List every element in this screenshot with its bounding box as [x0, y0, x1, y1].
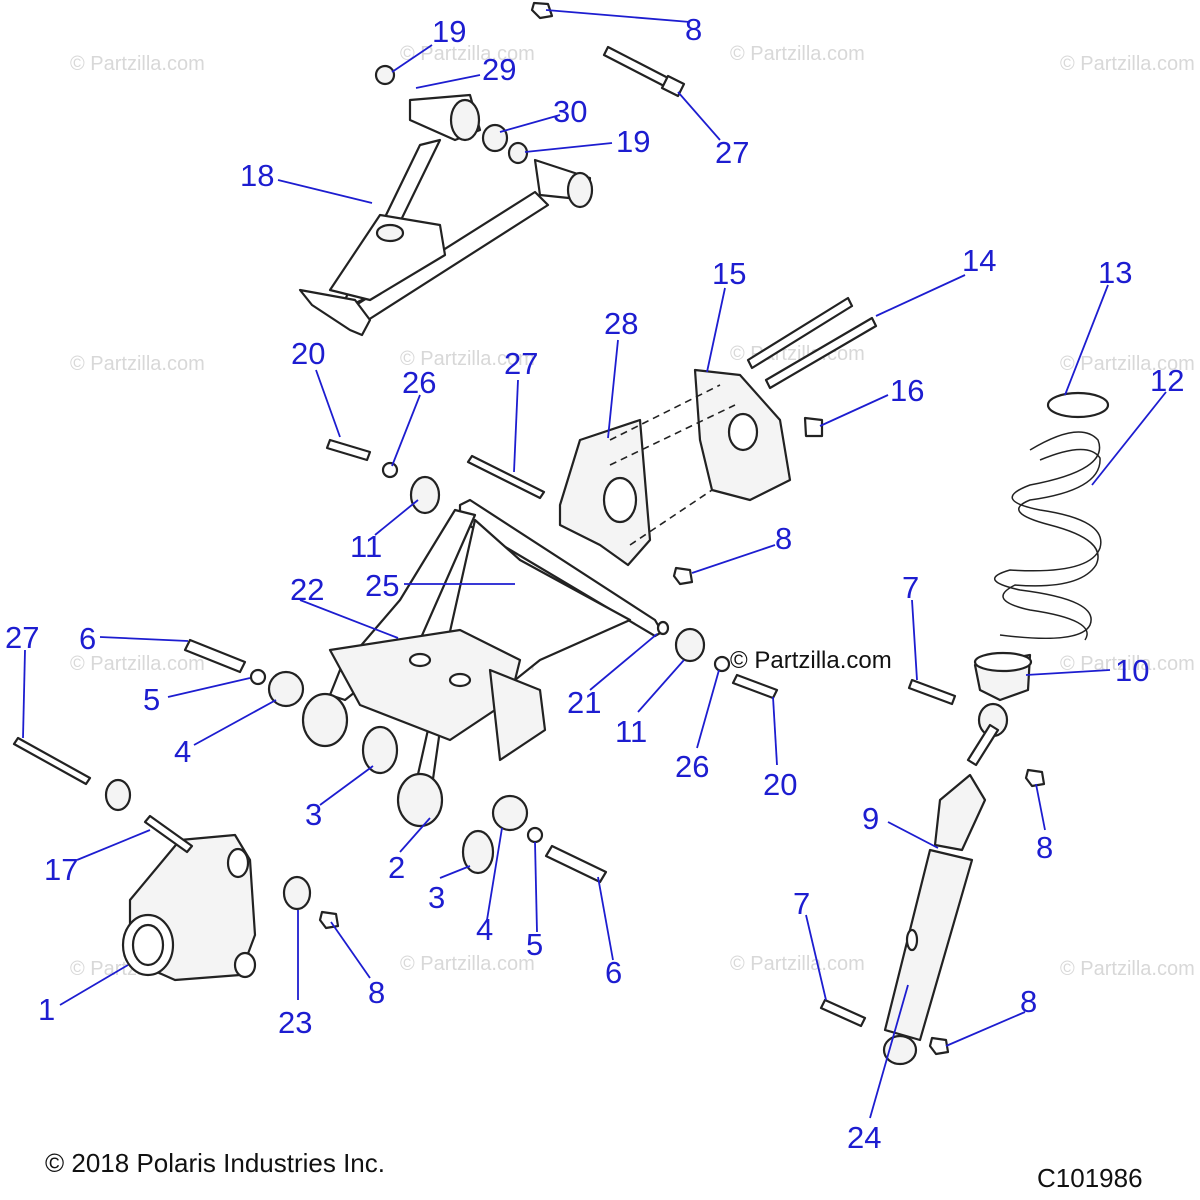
- leader-lines: [22, 9, 1167, 1119]
- watermark: © Partzilla.com: [70, 653, 205, 675]
- lower-a-arm: [301, 498, 670, 828]
- callout-14: 14: [962, 243, 996, 278]
- callout-4-left: 4: [174, 734, 191, 769]
- callout-17: 17: [44, 852, 78, 887]
- callout-26-left: 26: [402, 365, 436, 400]
- callout-6-right: 6: [605, 955, 622, 990]
- bolt-27-top: [530, 1, 686, 98]
- callout-29: 29: [482, 52, 516, 87]
- callout-24: 24: [847, 1120, 881, 1155]
- callout-7-lower: 7: [793, 886, 810, 921]
- callout-19-lower: 19: [616, 124, 650, 159]
- callout-8-bottom: 8: [1020, 984, 1037, 1019]
- upper-bushing-set: [374, 64, 529, 165]
- watermark: © Partzilla.com: [400, 953, 535, 975]
- callout-3-lower: 3: [428, 880, 445, 915]
- watermark: © Partzilla.com: [70, 53, 205, 75]
- callout-8-right: 8: [1036, 830, 1053, 865]
- callout-11-left: 11: [350, 529, 382, 564]
- callout-15: 15: [712, 256, 746, 291]
- callout-26-right: 26: [675, 749, 709, 784]
- frame-brackets: [558, 368, 792, 567]
- callout-19-upper: 19: [432, 14, 466, 49]
- callout-1: 1: [38, 992, 55, 1027]
- watermark: © Partzilla.com: [730, 43, 865, 65]
- callout-27-left: 27: [5, 620, 39, 655]
- callout-12: 12: [1150, 363, 1184, 398]
- bushings-and-washers: [249, 461, 731, 875]
- callout-10: 10: [1115, 653, 1149, 688]
- watermark: © Partzilla.com: [1060, 53, 1195, 75]
- upper-a-arm: [298, 93, 594, 337]
- callout-5-left: 5: [143, 682, 160, 717]
- callout-8-lower: 8: [368, 975, 385, 1010]
- callout-27-mid: 27: [504, 346, 538, 381]
- callout-28: 28: [604, 306, 638, 341]
- spring-seat-10: [973, 651, 1033, 702]
- watermark: © Partzilla.com: [1060, 958, 1195, 980]
- callout-labels: 19 29 8 30 19 27 18 20 26 27 28 15 14 16…: [5, 12, 1184, 1155]
- callout-6-left: 6: [79, 621, 96, 656]
- inline-watermark: © Partzilla.com: [730, 647, 892, 674]
- callout-3-upper: 3: [305, 797, 322, 832]
- callout-13: 13: [1098, 255, 1132, 290]
- callout-27-top: 27: [715, 135, 749, 170]
- callout-11-right: 11: [615, 714, 647, 749]
- callout-8-top: 8: [685, 12, 702, 47]
- watermark: © Partzilla.com: [70, 353, 205, 375]
- diagram-code: C101986: [1037, 1163, 1143, 1193]
- callout-8-mid: 8: [775, 521, 792, 556]
- bolts-6-7-20: [12, 416, 957, 1028]
- callout-2: 2: [388, 850, 405, 885]
- callout-9: 9: [862, 801, 879, 836]
- watermark: © Partzilla.com: [400, 43, 535, 65]
- shock-absorber: [882, 702, 1009, 1066]
- knuckle-hub: [104, 778, 312, 982]
- callout-21: 21: [567, 685, 601, 720]
- watermark: © Partzilla.com: [1060, 653, 1195, 675]
- watermark: © Partzilla.com: [1060, 353, 1195, 375]
- callout-5-right: 5: [526, 927, 543, 962]
- callout-20-right: 20: [763, 767, 797, 802]
- copyright-text: © 2018 Polaris Industries Inc.: [45, 1148, 385, 1178]
- callout-20-left: 20: [291, 336, 325, 371]
- nuts-8: [318, 566, 1046, 1056]
- watermark: © Partzilla.com: [730, 953, 865, 975]
- long-bolts-14: [746, 296, 878, 390]
- callout-23: 23: [278, 1005, 312, 1040]
- callout-16: 16: [890, 373, 924, 408]
- spring-13-12: [994, 391, 1110, 641]
- callout-18: 18: [240, 158, 274, 193]
- callout-22: 22: [290, 572, 324, 607]
- callout-7-upper: 7: [902, 570, 919, 605]
- watermark: © Partzilla.com: [400, 348, 535, 370]
- callout-30: 30: [553, 94, 587, 129]
- callout-4-right: 4: [476, 912, 493, 947]
- callout-25: 25: [365, 568, 399, 603]
